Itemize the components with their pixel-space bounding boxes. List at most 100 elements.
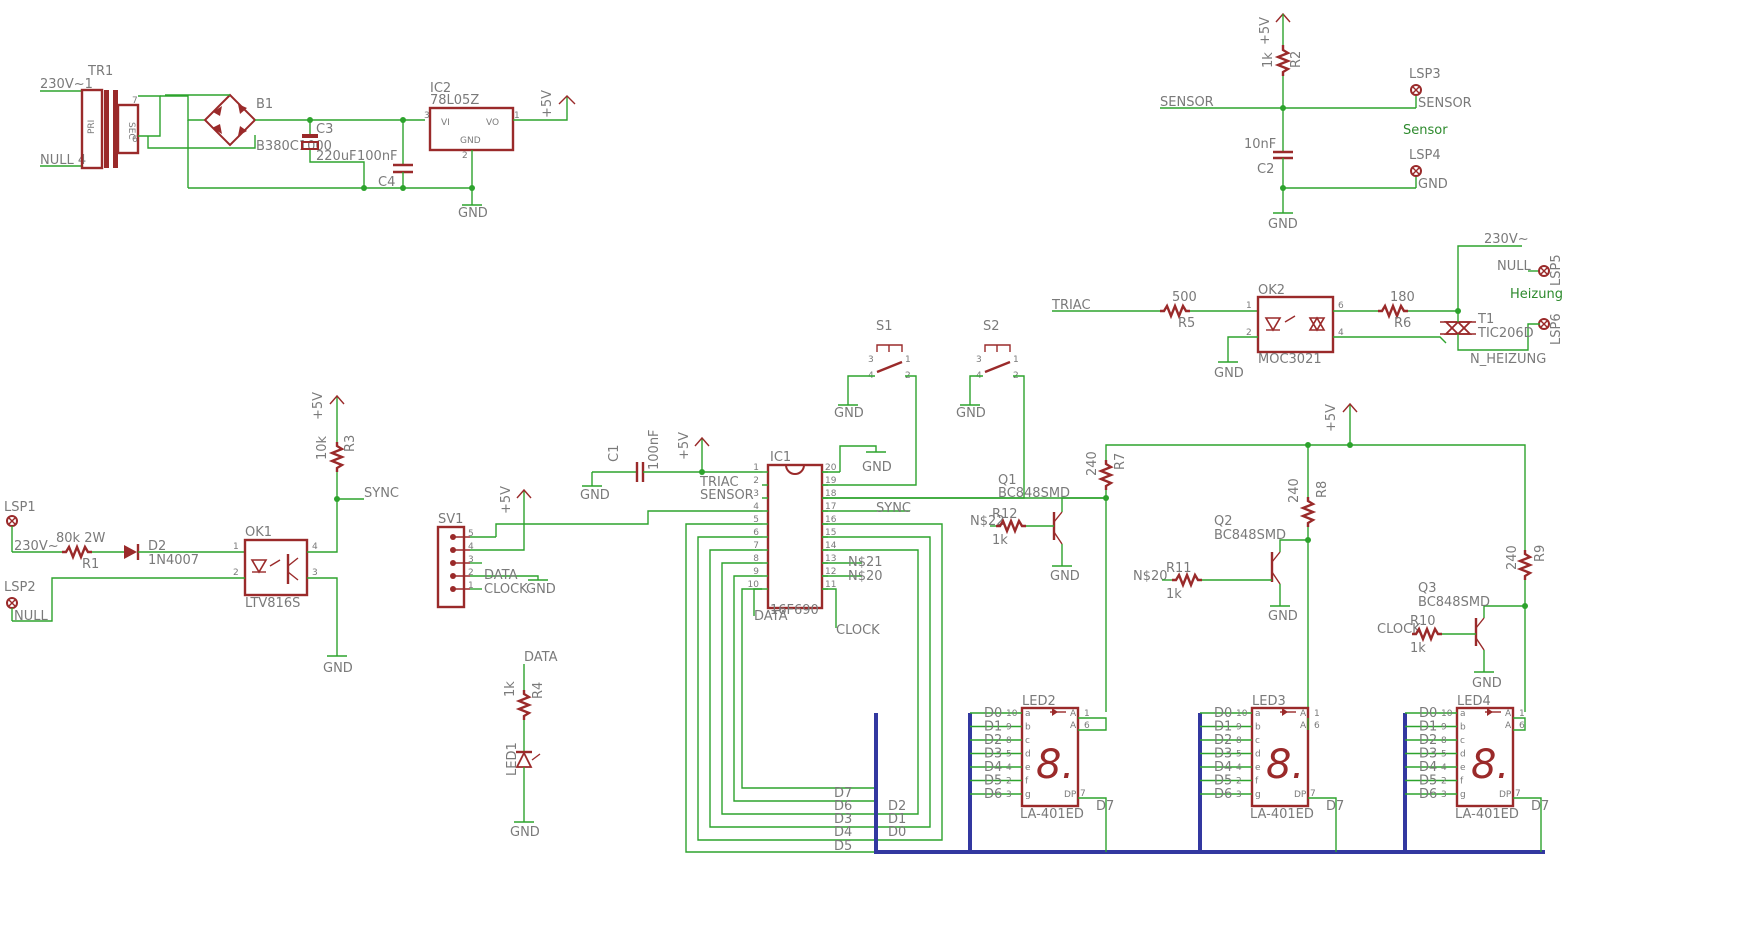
q1-gnd: GND xyxy=(1050,569,1080,584)
sv1-plus5: +5V xyxy=(499,486,514,514)
bus-d2: D2 xyxy=(888,799,906,814)
display-pin-number: 2 xyxy=(1236,777,1242,787)
t1-triac xyxy=(1440,320,1476,336)
display-pin-number: 8 xyxy=(1441,736,1447,746)
heizung-label: Heizung xyxy=(1510,287,1563,302)
nheizung-label: N_HEIZUNG xyxy=(1470,352,1546,367)
q3-gnd: GND xyxy=(1472,676,1502,691)
display-dp-pin: 7 xyxy=(1515,789,1521,799)
ic1-value: 16F690 xyxy=(770,603,819,618)
ic1-label: IC1 xyxy=(770,450,791,465)
display-anode: A xyxy=(1300,721,1307,731)
lsp2-pin: NULL xyxy=(14,609,48,624)
mcu-section: C1 100nF GND +5V IC1 16F690 123456789102… xyxy=(495,429,1106,854)
led1-data: DATA xyxy=(524,650,558,665)
d2-label: D2 xyxy=(148,539,166,554)
ic2-vi: VI xyxy=(441,118,450,128)
r2-label: R2 xyxy=(1289,51,1304,68)
display-anode: A xyxy=(1070,709,1077,719)
display-pin-number: 9 xyxy=(1441,723,1447,733)
ok2-value: MOC3021 xyxy=(1258,352,1322,367)
ic2-gnd-pin: GND xyxy=(460,136,481,146)
r6-label: R6 xyxy=(1394,316,1411,331)
r1-label: R1 xyxy=(82,557,99,572)
s2-pin1: 1 xyxy=(1013,355,1019,365)
r4-value: 1k xyxy=(503,681,518,697)
display-dp: DP xyxy=(1294,790,1307,800)
display-pin-segment: g xyxy=(1460,790,1466,800)
ok2-pin4: 4 xyxy=(1338,328,1344,338)
display-pin-number: 9 xyxy=(1006,723,1012,733)
display-pin-segment: b xyxy=(1025,723,1031,733)
s1-pin1: 1 xyxy=(905,355,911,365)
sv1-label: SV1 xyxy=(438,512,463,527)
display-d7: D7 xyxy=(1326,799,1344,814)
ic2-pin2: 2 xyxy=(462,151,468,161)
drivers-plus5: +5V xyxy=(1324,404,1339,432)
ic1-pin-number: 1 xyxy=(753,463,759,473)
q3-value: BC848SMD xyxy=(1418,595,1490,610)
sv1-pin-number: 4 xyxy=(468,542,474,552)
display-anode: A xyxy=(1505,721,1512,731)
ic1-plus5: +5V xyxy=(677,432,692,460)
ic1-net-sensor: SENSOR xyxy=(700,488,754,503)
display-pin-net: D3 xyxy=(1419,747,1437,762)
power-supply-section: TR1 230V~1 NULL 4 PRI SEC 7 6 B1 B380C10… xyxy=(40,64,576,221)
display-body xyxy=(1455,706,1515,808)
sensor-section: +5V 1k R2 SENSOR 10nF C2 GND LSP3 SENSOR… xyxy=(1160,12,1472,232)
ok2-pin6: 6 xyxy=(1338,301,1344,311)
r11-value: 1k xyxy=(1166,587,1182,602)
ic2-plus5: +5V xyxy=(540,90,555,118)
lsp6-terminal xyxy=(1538,318,1550,330)
bus-d3: D3 xyxy=(834,812,852,827)
display-pin-net: D5 xyxy=(984,774,1002,789)
display-digit: 8. xyxy=(1036,742,1074,788)
r12-value: 1k xyxy=(992,533,1008,548)
led1-section: DATA 1k R4 LED1 GND xyxy=(503,650,558,840)
display-pin-net: D5 xyxy=(1419,774,1437,789)
ic1-pin-number: 15 xyxy=(825,528,836,538)
ic1-pin-number: 20 xyxy=(825,463,837,473)
display-body xyxy=(1250,706,1310,808)
c1-gnd: GND xyxy=(580,488,610,503)
lsp5-terminal xyxy=(1538,265,1550,277)
display-dp: DP xyxy=(1499,790,1512,800)
display-pin-number: 3 xyxy=(1006,790,1012,800)
display-pin-segment: c xyxy=(1025,736,1030,746)
s2-gnd: GND xyxy=(956,406,986,421)
r7-label: R7 xyxy=(1113,453,1128,470)
q2-value: BC848SMD xyxy=(1214,528,1286,543)
display-pin-segment: d xyxy=(1460,750,1466,760)
display-pin-net: D6 xyxy=(984,787,1002,802)
lsp6-label: LSP6 xyxy=(1549,313,1564,345)
ok2-pin1: 1 xyxy=(1246,301,1252,311)
q1-net: N$22 xyxy=(970,514,1005,529)
ok2-label: OK2 xyxy=(1258,283,1285,298)
c1-label: C1 xyxy=(607,445,622,462)
sv1-clock: CLOCK xyxy=(484,582,528,597)
display-pin-net: D0 xyxy=(984,706,1002,721)
display-anode-pin: 6 xyxy=(1314,721,1320,731)
display-anode-pin: 6 xyxy=(1519,721,1525,731)
r8-label: R8 xyxy=(1315,481,1330,498)
ok1-value: LTV816S xyxy=(245,596,300,611)
led1-label: LED1 xyxy=(505,742,520,776)
sensor-net: SENSOR xyxy=(1160,95,1214,110)
display-pin-number: 9 xyxy=(1236,723,1242,733)
display-pin-number: 4 xyxy=(1236,763,1242,773)
display-anode-pin: 1 xyxy=(1084,709,1090,719)
r10-label: R10 xyxy=(1410,614,1436,629)
display-pin-segment: d xyxy=(1255,750,1261,760)
ic1-pin-number: 6 xyxy=(753,528,759,538)
q2-label: Q2 xyxy=(1214,514,1233,529)
display-pin-net: D2 xyxy=(984,733,1002,748)
display-d7: D7 xyxy=(1531,799,1549,814)
display-pin-segment: e xyxy=(1460,763,1466,773)
r3-value: 10k xyxy=(315,435,330,460)
sv1-header xyxy=(436,525,466,609)
t1-label: T1 xyxy=(1477,312,1494,327)
